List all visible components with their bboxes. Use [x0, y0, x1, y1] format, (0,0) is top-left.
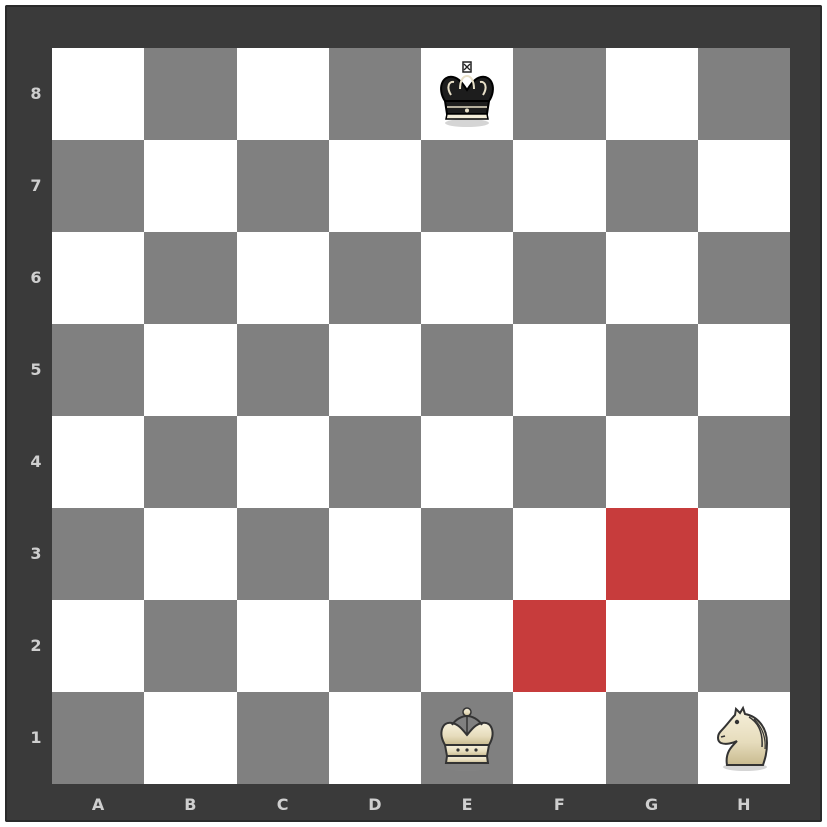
rank-label-5: 5	[28, 324, 44, 416]
rank-label-8: 8	[28, 48, 44, 140]
square-g4[interactable]	[606, 416, 698, 508]
square-h2[interactable]	[698, 600, 790, 692]
square-d4[interactable]	[329, 416, 421, 508]
square-e6[interactable]	[421, 232, 513, 324]
file-label-h: H	[698, 794, 790, 816]
square-a7[interactable]	[52, 140, 144, 232]
white-knight-icon[interactable]	[709, 703, 779, 773]
square-h8[interactable]	[698, 48, 790, 140]
square-a3[interactable]	[52, 508, 144, 600]
square-f5[interactable]	[513, 324, 605, 416]
square-b3[interactable]	[144, 508, 236, 600]
square-e7[interactable]	[421, 140, 513, 232]
square-b6[interactable]	[144, 232, 236, 324]
file-label-a: A	[52, 794, 144, 816]
square-d5[interactable]	[329, 324, 421, 416]
square-f1[interactable]	[513, 692, 605, 784]
square-g6[interactable]	[606, 232, 698, 324]
square-c4[interactable]	[237, 416, 329, 508]
square-c2[interactable]	[237, 600, 329, 692]
square-g1[interactable]	[606, 692, 698, 784]
square-b7[interactable]	[144, 140, 236, 232]
rank-label-1: 1	[28, 692, 44, 784]
square-b4[interactable]	[144, 416, 236, 508]
square-e3[interactable]	[421, 508, 513, 600]
square-b5[interactable]	[144, 324, 236, 416]
square-d7[interactable]	[329, 140, 421, 232]
square-c5[interactable]	[237, 324, 329, 416]
square-f8[interactable]	[513, 48, 605, 140]
square-c1[interactable]	[237, 692, 329, 784]
file-label-c: C	[237, 794, 329, 816]
square-h4[interactable]	[698, 416, 790, 508]
square-h1[interactable]	[698, 692, 790, 784]
square-e4[interactable]	[421, 416, 513, 508]
square-g2[interactable]	[606, 600, 698, 692]
file-label-e: E	[421, 794, 513, 816]
file-label-g: G	[606, 794, 698, 816]
square-h5[interactable]	[698, 324, 790, 416]
rank-label-6: 6	[28, 232, 44, 324]
square-g8[interactable]	[606, 48, 698, 140]
black-king-icon[interactable]	[432, 59, 502, 129]
square-c3[interactable]	[237, 508, 329, 600]
square-c7[interactable]	[237, 140, 329, 232]
file-label-d: D	[329, 794, 421, 816]
square-d8[interactable]	[329, 48, 421, 140]
square-g3[interactable]	[606, 508, 698, 600]
square-d3[interactable]	[329, 508, 421, 600]
square-h7[interactable]	[698, 140, 790, 232]
square-a6[interactable]	[52, 232, 144, 324]
rank-label-4: 4	[28, 416, 44, 508]
square-c6[interactable]	[237, 232, 329, 324]
square-b2[interactable]	[144, 600, 236, 692]
square-g5[interactable]	[606, 324, 698, 416]
square-e1[interactable]	[421, 692, 513, 784]
square-f4[interactable]	[513, 416, 605, 508]
square-f7[interactable]	[513, 140, 605, 232]
square-c8[interactable]	[237, 48, 329, 140]
square-b1[interactable]	[144, 692, 236, 784]
square-f3[interactable]	[513, 508, 605, 600]
square-a4[interactable]	[52, 416, 144, 508]
square-f2[interactable]	[513, 600, 605, 692]
file-label-f: F	[513, 794, 605, 816]
square-f6[interactable]	[513, 232, 605, 324]
rank-label-3: 3	[28, 508, 44, 600]
square-h3[interactable]	[698, 508, 790, 600]
square-e5[interactable]	[421, 324, 513, 416]
square-g7[interactable]	[606, 140, 698, 232]
square-b8[interactable]	[144, 48, 236, 140]
rank-label-7: 7	[28, 140, 44, 232]
white-king-icon[interactable]	[432, 703, 502, 773]
rank-label-2: 2	[28, 600, 44, 692]
chess-board	[52, 48, 790, 784]
square-a1[interactable]	[52, 692, 144, 784]
square-h6[interactable]	[698, 232, 790, 324]
file-label-b: B	[144, 794, 236, 816]
square-d6[interactable]	[329, 232, 421, 324]
square-a8[interactable]	[52, 48, 144, 140]
square-d1[interactable]	[329, 692, 421, 784]
square-e8[interactable]	[421, 48, 513, 140]
square-d2[interactable]	[329, 600, 421, 692]
square-a5[interactable]	[52, 324, 144, 416]
square-a2[interactable]	[52, 600, 144, 692]
square-e2[interactable]	[421, 600, 513, 692]
